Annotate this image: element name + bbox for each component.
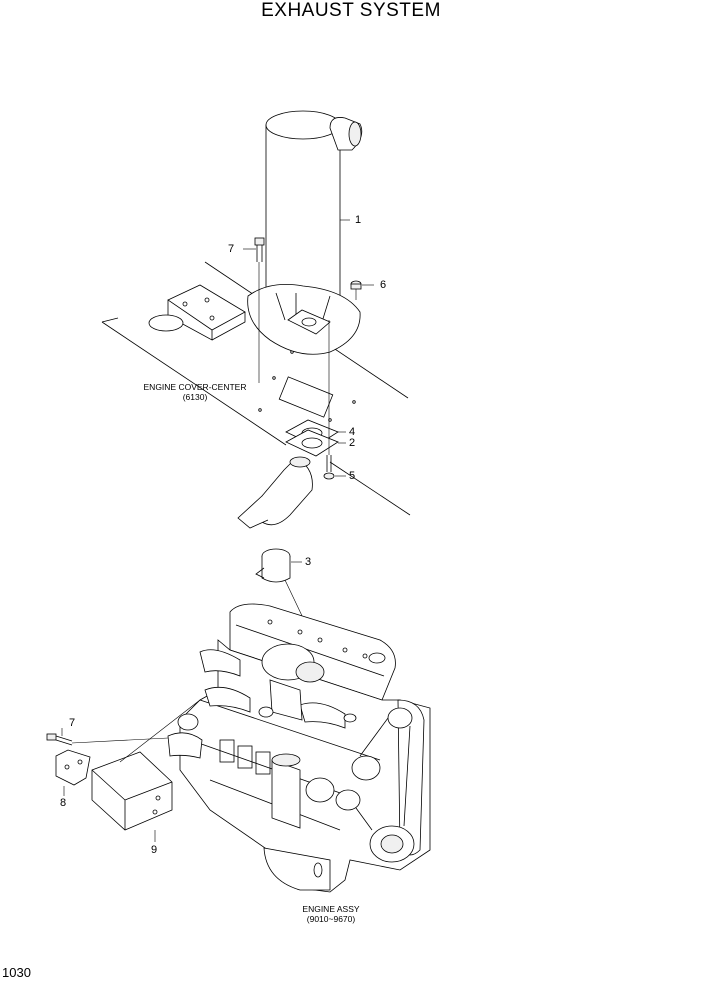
flange-gasket bbox=[285, 419, 339, 457]
engine-cover-caption: ENGINE COVER-CENTER (6130) bbox=[120, 382, 270, 402]
alignment-lines-lower bbox=[71, 699, 201, 763]
bolt-5 bbox=[323, 455, 335, 480]
bracket-8 bbox=[55, 749, 91, 786]
callout-3: 3 bbox=[305, 556, 312, 568]
pipe-clamp bbox=[255, 548, 291, 583]
engine-cover-caption-line2: (6130) bbox=[182, 392, 208, 402]
callout-9: 9 bbox=[151, 844, 158, 856]
leader-lines bbox=[61, 219, 374, 842]
page-title: EXHAUST SYSTEM bbox=[261, 0, 441, 21]
page-number: 1030 bbox=[2, 965, 31, 980]
muffler-stack bbox=[247, 110, 363, 355]
nut-6 bbox=[350, 280, 362, 290]
engine-assy-caption-line2: (9010~9670) bbox=[306, 914, 356, 924]
heat-shield-9 bbox=[91, 751, 173, 831]
callout-5: 5 bbox=[349, 470, 356, 482]
cover-bracket bbox=[148, 284, 246, 341]
callout-7-lower: 7 bbox=[69, 717, 76, 729]
bolt-7-lower bbox=[46, 733, 73, 746]
callout-8: 8 bbox=[60, 797, 67, 809]
bolt-7-top bbox=[254, 237, 265, 262]
alignment-lines bbox=[258, 262, 357, 621]
engine-assy-caption: ENGINE ASSY (9010~9670) bbox=[276, 904, 386, 924]
engine-assembly bbox=[167, 603, 431, 893]
callout-2: 2 bbox=[349, 437, 356, 449]
engine-assy-caption-line1: ENGINE ASSY bbox=[302, 904, 360, 914]
callout-6: 6 bbox=[380, 279, 387, 291]
callout-7-top: 7 bbox=[228, 243, 235, 255]
callout-4: 4 bbox=[349, 426, 356, 438]
callout-1: 1 bbox=[355, 214, 362, 226]
engine-cover-caption-line1: ENGINE COVER-CENTER bbox=[143, 382, 247, 392]
exhaust-elbow-pipe bbox=[237, 456, 313, 529]
